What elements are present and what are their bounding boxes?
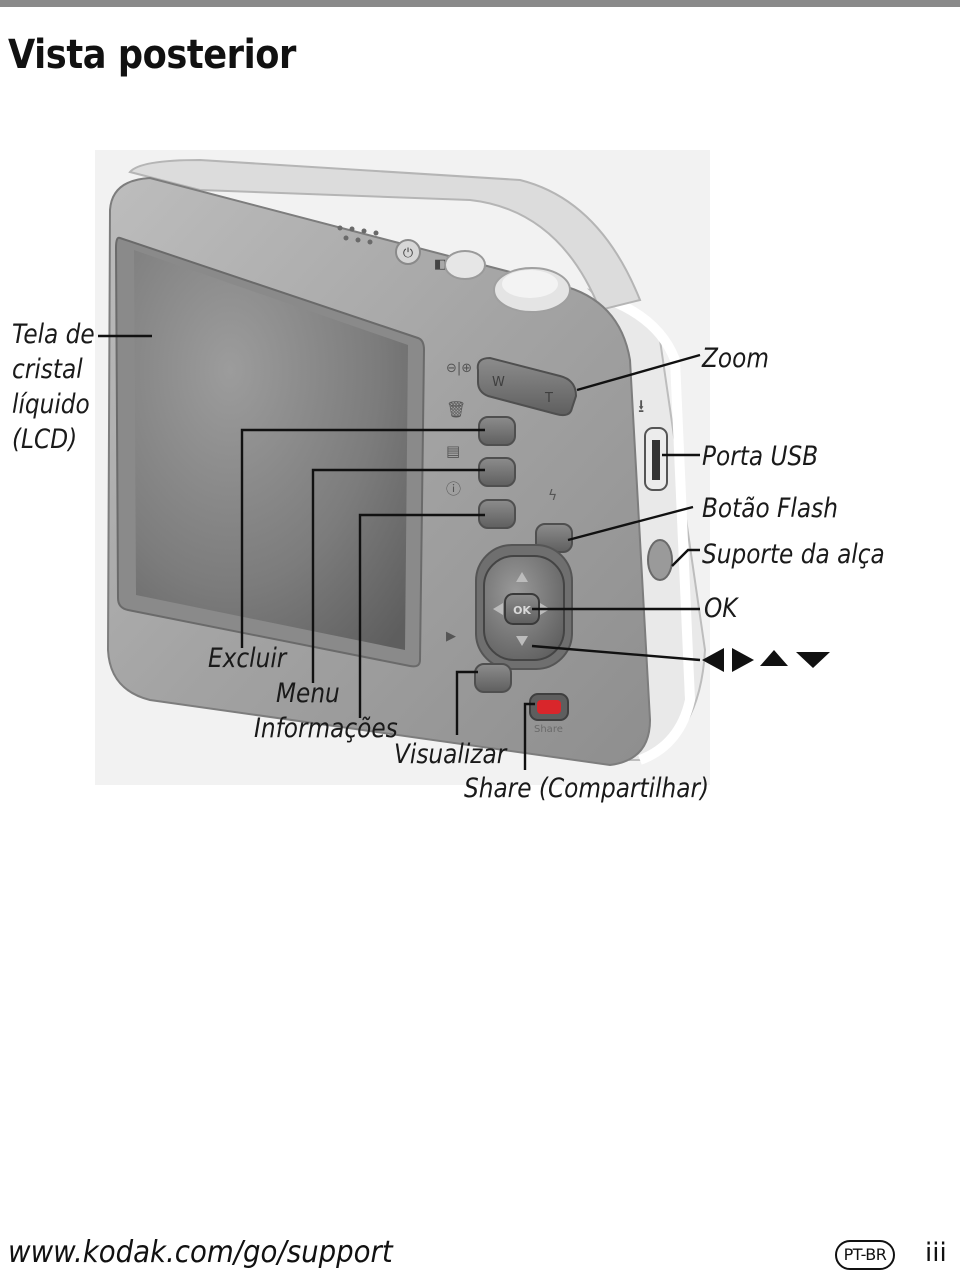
ok-button-label: OK [513,604,531,617]
page-title: Vista posterior [8,32,296,78]
callout-zoom: Zoom [702,343,769,374]
zoom-icon: ⊖|⊕ [446,361,472,376]
leader-share [523,702,535,770]
footer-url[interactable]: www.kodak.com/go/support [8,1235,393,1270]
leader-zoom [576,353,701,392]
mode-icon: ◧ [434,257,446,272]
down-arrow-icon [796,652,830,668]
share-button-light [537,700,561,714]
leader-arrows [531,644,701,662]
leader-lines [98,334,701,770]
leader-strap [671,548,700,567]
callout-ok: OK [704,593,738,624]
camera-side-highlight [608,295,696,765]
trash-icon: 🗑 [446,400,466,419]
callout-delete: Excluir [208,643,287,674]
callout-strap: Suporte da alça [702,539,885,570]
usb-icon: ⭳ [638,396,644,417]
menu-button[interactable] [478,457,516,487]
zoom-button[interactable] [476,356,578,417]
callout-menu: Menu [276,678,340,709]
right-arrow-icon [732,648,754,672]
mode-button[interactable] [444,250,486,280]
zoom-t-label: T [544,391,553,406]
dpad-down-arrow[interactable] [516,636,528,646]
left-arrow-icon [702,648,724,672]
leader-info [358,513,485,718]
callout-flash: Botão Flash [702,493,838,524]
callout-usb: Porta USB [702,441,819,472]
menu-icon: ▤ [446,442,460,460]
review-icon: ▶ [446,629,456,644]
strap-post [647,539,673,581]
flash-icon: ϟ [548,488,557,504]
review-button[interactable] [474,663,512,693]
dpad-left-arrow[interactable] [493,603,503,615]
shutter-highlight [502,270,558,298]
callout-lcd: Tela de cristal líquido (LCD) [12,319,95,455]
usb-port-slot [652,440,660,480]
leader-flash [567,505,694,542]
callout-info: Informações [254,713,398,744]
leader-review [455,670,478,735]
callout-share: Share (Compartilhar) [464,773,710,804]
speaker-grille [337,225,379,245]
power-button[interactable] [395,239,421,265]
page-number: iii [925,1238,947,1268]
camera-top [128,158,642,312]
up-arrow-icon [760,650,788,666]
callout-review: Visualizar [394,739,507,770]
power-icon: ⏻ [403,246,413,261]
language-badge: PT-BR [835,1240,895,1270]
leader-delete [240,428,485,648]
share-button-label: Share [534,724,563,735]
leader-menu [311,468,485,683]
lcd-screen [134,250,408,650]
top-rule [0,0,960,7]
zoom-w-label: W [492,375,505,390]
arrow-keys-legend [702,648,830,672]
dpad-up-arrow[interactable] [516,572,528,582]
camera-back-illustration: ⏻ ◧ W T ⊖|⊕ 🗑 ▤ ⓘ ϟ OK ▶ Share ⭳ [95,150,830,785]
info-icon: ⓘ [446,480,461,498]
